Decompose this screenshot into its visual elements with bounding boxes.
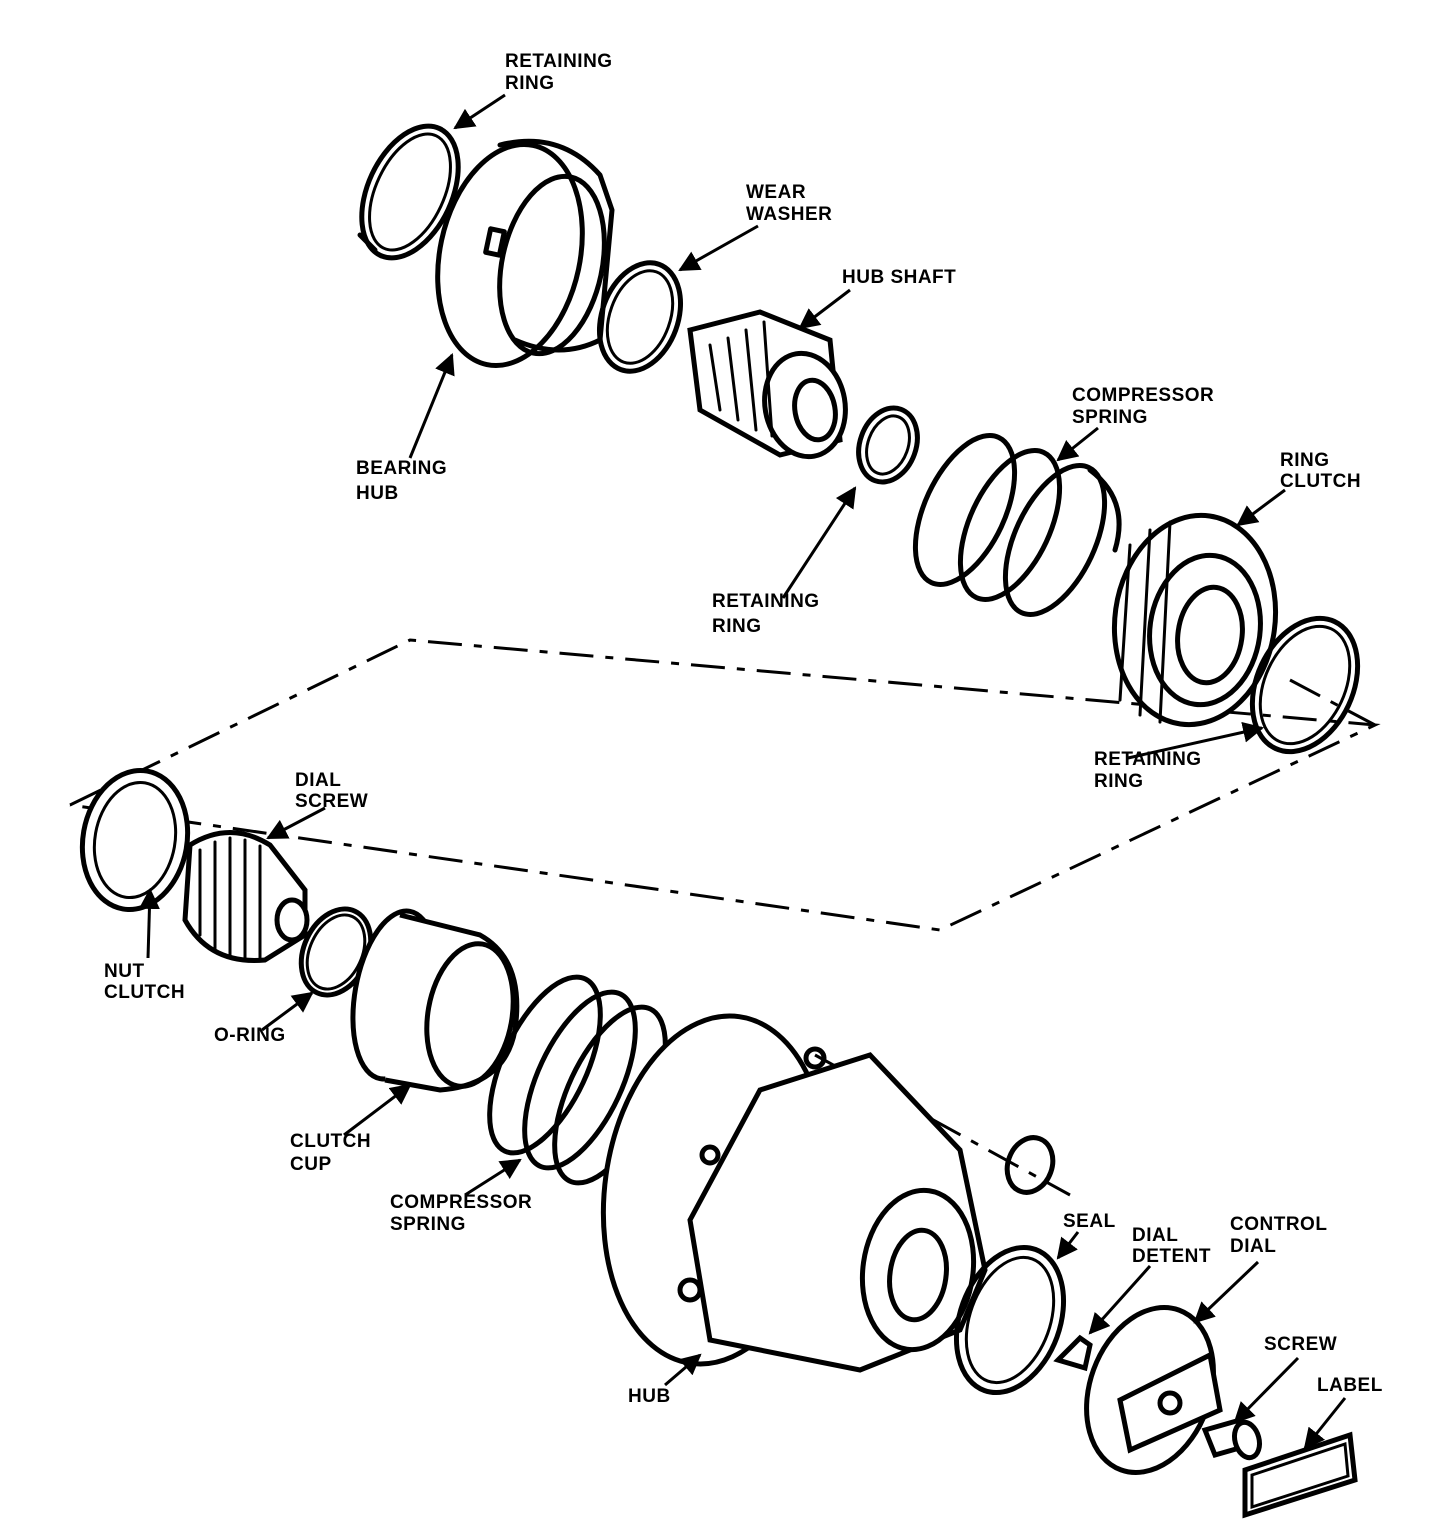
- svg-text:SEAL: SEAL: [1063, 1211, 1116, 1232]
- svg-text:DIAL: DIAL: [1132, 1225, 1178, 1246]
- screw-part: [1201, 1416, 1262, 1461]
- hub-part: [600, 1013, 988, 1373]
- compressor-spring-bottom-part: [487, 974, 668, 1186]
- svg-text:SCREW: SCREW: [1264, 1334, 1337, 1355]
- label-screw: SCREW: [1264, 1334, 1337, 1355]
- svg-text:RING: RING: [1094, 771, 1144, 792]
- label-bearing-hub: BEARING HUB: [356, 458, 447, 504]
- svg-text:O-RING: O-RING: [214, 1025, 286, 1046]
- bearing-hub-part: [435, 138, 615, 369]
- leader-lines: [138, 93, 1347, 1450]
- label-retaining-ring-middle: RETAINING RING: [712, 591, 820, 637]
- label-wear-washer: WEAR WASHER: [746, 182, 832, 225]
- label-label: LABEL: [1317, 1375, 1383, 1396]
- svg-text:WASHER: WASHER: [746, 204, 832, 225]
- label-hub: HUB: [628, 1386, 671, 1407]
- svg-text:LABEL: LABEL: [1317, 1375, 1383, 1396]
- svg-text:SCREW: SCREW: [295, 791, 368, 812]
- label-ring-clutch: RING CLUTCH: [1280, 450, 1361, 492]
- label-o-ring: O-RING: [214, 1025, 286, 1046]
- lock-washer-part: [1004, 1135, 1056, 1195]
- label-compressor-spring-top: COMPRESSOR SPRING: [1072, 385, 1214, 428]
- label-retaining-ring-top: RETAINING RING: [505, 51, 613, 94]
- label-dial-detent: DIAL DETENT: [1132, 1225, 1211, 1267]
- seal-part: [953, 1244, 1067, 1396]
- svg-text:RETAINING: RETAINING: [1094, 749, 1202, 770]
- ring-clutch-part: [1111, 512, 1279, 728]
- retaining-ring-middle-part: [856, 405, 920, 485]
- svg-text:RING: RING: [712, 616, 762, 637]
- svg-text:HUB: HUB: [356, 483, 399, 504]
- svg-text:DIAL: DIAL: [295, 770, 341, 791]
- svg-text:RETAINING: RETAINING: [712, 591, 820, 612]
- clutch-cup-part: [350, 908, 520, 1093]
- label-dial-screw: DIAL SCREW: [295, 770, 368, 812]
- svg-text:DETENT: DETENT: [1132, 1246, 1211, 1267]
- svg-text:SPRING: SPRING: [1072, 407, 1148, 428]
- svg-text:RING: RING: [1280, 450, 1330, 471]
- label-control-dial: CONTROL DIAL: [1230, 1214, 1327, 1257]
- label-nut-clutch: NUT CLUTCH: [104, 961, 185, 1003]
- svg-text:HUB: HUB: [628, 1386, 671, 1407]
- svg-text:CLUTCH: CLUTCH: [1280, 471, 1361, 492]
- svg-text:DIAL: DIAL: [1230, 1236, 1276, 1257]
- label-compressor-spring-bottom: COMPRESSOR SPRING: [390, 1192, 532, 1235]
- label-hub-shaft: HUB SHAFT: [842, 267, 956, 288]
- svg-text:WEAR: WEAR: [746, 182, 806, 203]
- retaining-ring-top-part: [357, 123, 461, 261]
- retaining-ring-right-part: [1249, 615, 1361, 755]
- compressor-spring-top-part: [912, 433, 1122, 617]
- dial-detent-part: [1053, 1334, 1093, 1372]
- svg-text:COMPRESSOR: COMPRESSOR: [390, 1192, 532, 1213]
- svg-text:HUB SHAFT: HUB SHAFT: [842, 267, 956, 288]
- label-clutch-cup: CLUTCH CUP: [290, 1131, 371, 1175]
- dial-screw-part: [182, 830, 310, 963]
- label-seal: SEAL: [1063, 1211, 1116, 1232]
- svg-text:BEARING: BEARING: [356, 458, 447, 479]
- svg-text:SPRING: SPRING: [390, 1214, 466, 1235]
- svg-text:CLUTCH: CLUTCH: [104, 982, 185, 1003]
- wear-washer-part: [596, 260, 684, 374]
- svg-text:CLUTCH: CLUTCH: [290, 1131, 371, 1152]
- svg-text:NUT: NUT: [104, 961, 145, 982]
- svg-text:CONTROL: CONTROL: [1230, 1214, 1327, 1235]
- svg-text:RETAINING: RETAINING: [505, 51, 613, 72]
- svg-text:COMPRESSOR: COMPRESSOR: [1072, 385, 1214, 406]
- nut-clutch-part: [79, 767, 191, 913]
- svg-text:RING: RING: [505, 73, 555, 94]
- label-retaining-ring-right: RETAINING RING: [1094, 749, 1202, 792]
- hub-shaft-part: [687, 309, 848, 460]
- svg-text:CUP: CUP: [290, 1154, 332, 1175]
- control-dial-part: [1084, 1305, 1223, 1475]
